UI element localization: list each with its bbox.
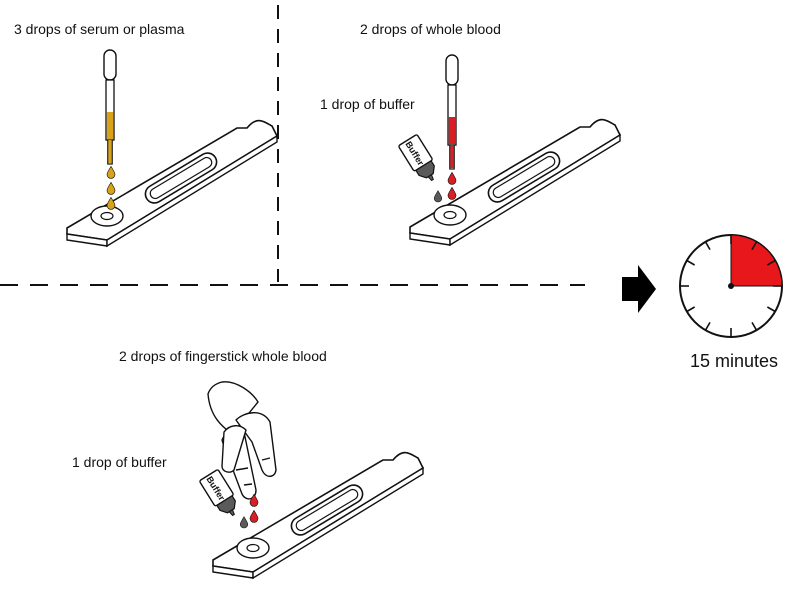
test-cassette	[66, 119, 278, 247]
panel-serum	[66, 49, 278, 247]
blood-drop	[249, 493, 259, 523]
fingerstick-instruction: 2 drops of fingerstick whole blood	[119, 348, 327, 364]
timer-label: 15 minutes	[690, 351, 779, 371]
clock-tick	[766, 259, 776, 266]
clock-tick	[704, 241, 711, 251]
arrow-right-icon	[622, 265, 656, 313]
buffer-drop	[433, 190, 443, 203]
pipette-icon	[445, 54, 459, 170]
whole-blood-instruction: 2 drops of whole blood	[360, 21, 501, 37]
serum-drop	[106, 165, 116, 210]
clock-tick	[686, 259, 696, 266]
fingerstick-buffer-instruction: 1 drop of buffer	[72, 454, 167, 470]
whole-blood-buffer-instruction: 1 drop of buffer	[320, 96, 415, 112]
buffer-bottle-icon: Buffer	[199, 469, 236, 517]
clock-tick	[686, 306, 696, 313]
pipette-icon	[103, 49, 117, 165]
serum-instruction: 3 drops of serum or plasma	[14, 21, 185, 37]
blood-drop	[447, 171, 457, 200]
clock-tick	[704, 321, 711, 331]
test-cassette	[409, 118, 621, 246]
buffer-bottle-icon: Buffer	[398, 134, 435, 182]
buffer-drop	[239, 516, 249, 529]
panel-whole-blood: Buffer	[398, 54, 621, 246]
clock-tick	[766, 306, 776, 313]
elapsed-sector	[730, 234, 783, 287]
hand-icon	[207, 381, 277, 500]
clock-tick	[751, 321, 758, 331]
panel-fingerstick: Buffer	[199, 381, 424, 579]
clock-tick	[751, 241, 758, 251]
clock-icon	[679, 234, 783, 338]
